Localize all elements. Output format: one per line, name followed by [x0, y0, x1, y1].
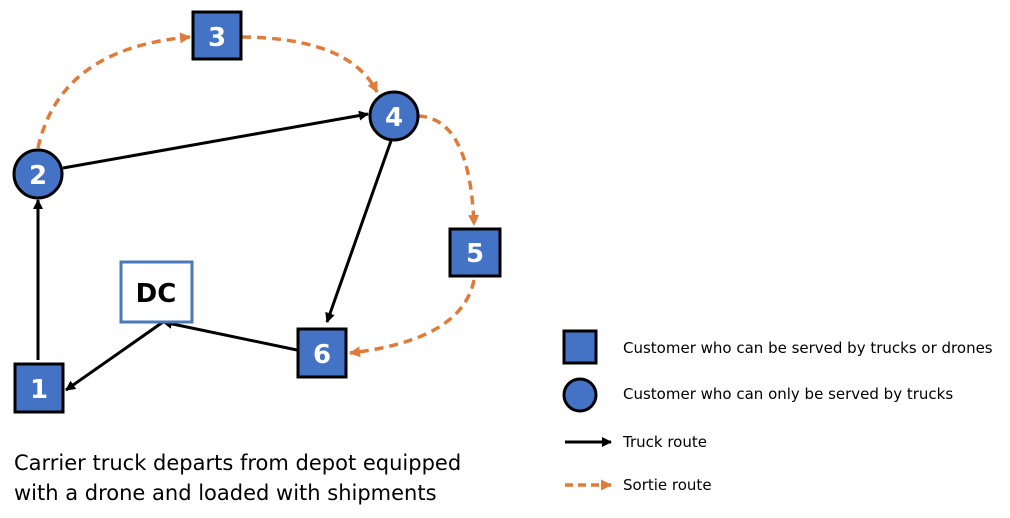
- truck-route-4-to-6: [325, 137, 394, 323]
- legend-truck-label: Truck route: [622, 433, 707, 451]
- truck-route-2-to-4: [62, 110, 369, 170]
- square-customer-shape: [191, 10, 243, 61]
- sortie-route-4-to-5: [417, 114, 480, 226]
- legend-square-label: Customer who can be served by trucks or …: [623, 339, 993, 357]
- sortie-route-5-to-6: [349, 279, 476, 358]
- node-label-4: 4: [385, 103, 403, 133]
- node-3: 3: [191, 10, 243, 61]
- legend-circle-icon: [562, 377, 598, 413]
- truck-route-dc-to-1: [65, 320, 164, 392]
- node-dc: DC: [119, 260, 194, 324]
- legend: Customer who can be served by trucks or …: [562, 329, 993, 494]
- sortie-routes: [36, 32, 480, 358]
- square-customer-shape: [448, 227, 502, 278]
- caption: Carrier truck departs from depot equippe…: [14, 451, 461, 505]
- truck-routes: [33, 110, 394, 392]
- node-label-5: 5: [466, 239, 484, 269]
- node-label-6: 6: [313, 340, 331, 370]
- legend-circle-label: Customer who can only be served by truck…: [623, 385, 953, 403]
- circle-customer-shape: [368, 90, 420, 142]
- node-label-2: 2: [29, 161, 47, 191]
- node-5: 5: [448, 227, 502, 278]
- node-4: 4: [368, 90, 420, 142]
- node-label-1: 1: [30, 375, 48, 405]
- node-6: 6: [296, 327, 348, 379]
- circle-customer-shape: [12, 148, 64, 200]
- node-1: 1: [13, 362, 65, 414]
- node-label-3: 3: [208, 23, 226, 53]
- square-customer-shape: [13, 362, 65, 414]
- sortie-route-2-to-3: [36, 32, 191, 149]
- caption-line-2: with a drone and loaded with shipments: [14, 481, 437, 505]
- legend-square-icon: [562, 329, 598, 365]
- depot-shape: [119, 260, 194, 324]
- legend-sortie-label: Sortie route: [623, 476, 712, 494]
- sortie-route-3-to-4: [241, 35, 379, 93]
- truck-route-6-to-dc: [162, 318, 298, 352]
- square-customer-shape: [296, 327, 348, 379]
- depot-label: DC: [136, 279, 177, 309]
- node-2: 2: [12, 148, 64, 200]
- caption-line-1: Carrier truck departs from depot equippe…: [14, 451, 461, 475]
